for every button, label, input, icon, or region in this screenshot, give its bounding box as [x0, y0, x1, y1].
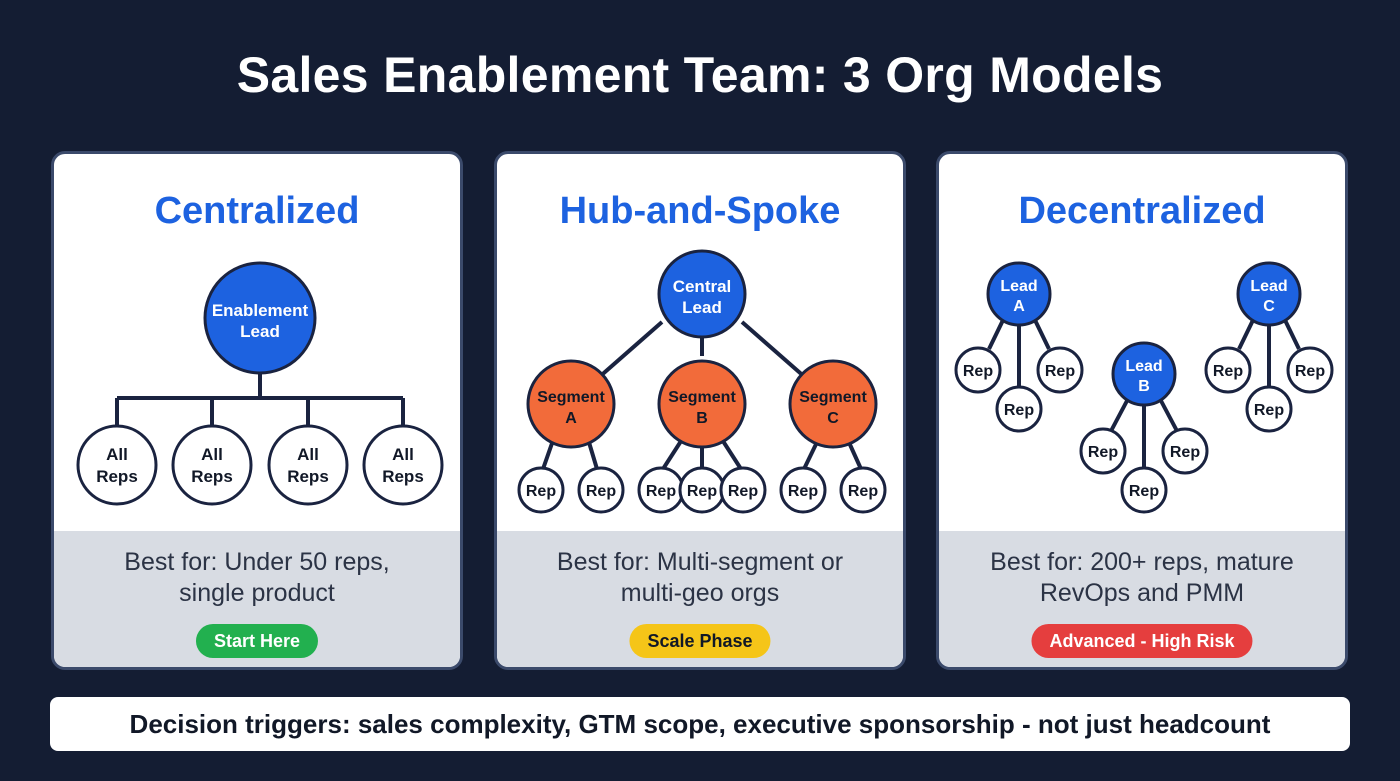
svg-text:B: B — [696, 410, 708, 427]
lead-label-line2: Lead — [240, 322, 280, 341]
rep-node: Rep — [1079, 427, 1127, 475]
status-badge: Advanced - High Risk — [1031, 624, 1253, 658]
lead-b-node: Lead B — [1111, 341, 1177, 407]
page-title: Sales Enablement Team: 3 Org Models — [236, 47, 1164, 103]
rep-node: Rep — [1286, 346, 1334, 394]
svg-text:Rep: Rep — [1129, 483, 1159, 500]
hub-and-spoke-org-chart: Central Lead Segment A Segment B Segment… — [517, 249, 887, 514]
svg-text:Rep: Rep — [1088, 444, 1118, 461]
svg-text:Lead: Lead — [1000, 278, 1037, 295]
svg-text:Lead: Lead — [1125, 358, 1162, 375]
rep-node: Rep — [1204, 346, 1252, 394]
svg-text:Reps: Reps — [191, 467, 233, 486]
all-reps-node: All Reps — [76, 424, 158, 506]
card-footer: Best for: Multi-segment or multi-geo org… — [497, 531, 903, 667]
rep-node: Rep — [1245, 385, 1293, 433]
rep-node: Rep — [577, 466, 625, 514]
best-for-line2: single product — [179, 579, 335, 607]
lead-c-node: Lead C — [1236, 261, 1302, 327]
svg-text:Segment: Segment — [668, 389, 736, 406]
svg-text:All: All — [201, 445, 223, 464]
svg-text:Segment: Segment — [537, 389, 605, 406]
svg-text:Reps: Reps — [382, 467, 424, 486]
best-for-line1: Best for: 200+ reps, mature — [990, 548, 1294, 576]
svg-text:Lead: Lead — [1250, 278, 1287, 295]
svg-text:Reps: Reps — [287, 467, 329, 486]
lead-label-line1: Enablement — [212, 301, 309, 320]
connector-lines — [115, 372, 405, 426]
best-for-line1: Best for: Under 50 reps, — [124, 548, 390, 576]
svg-text:Reps: Reps — [96, 467, 138, 486]
card-footer: Best for: Under 50 reps, single product … — [54, 531, 460, 667]
svg-text:A: A — [1013, 298, 1025, 315]
rep-node: Rep — [1036, 346, 1084, 394]
svg-text:Rep: Rep — [526, 483, 556, 500]
svg-text:Rep: Rep — [1295, 363, 1325, 380]
svg-text:C: C — [827, 410, 839, 427]
rep-node: Rep — [995, 385, 1043, 433]
card-hub-and-spoke: Central Lead Segment A Segment B Segment… — [494, 151, 906, 670]
rep-node: Rep — [719, 466, 767, 514]
segment-b-node: Segment B — [657, 359, 747, 449]
best-for-text: Best for: 200+ reps, mature RevOps and P… — [959, 547, 1325, 609]
segment-a-node: Segment A — [526, 359, 616, 449]
decision-triggers-banner: Decision triggers: sales complexity, GTM… — [50, 697, 1350, 751]
best-for-line2: multi-geo orgs — [620, 579, 780, 607]
svg-text:Rep: Rep — [687, 483, 717, 500]
decentralized-org-chart: Lead A Lead B Lead C Rep Rep Rep Rep Rep… — [954, 261, 1334, 514]
svg-text:Rep: Rep — [788, 483, 818, 500]
rep-node: Rep — [1120, 466, 1168, 514]
best-for-line2: RevOps and PMM — [1039, 579, 1245, 607]
svg-text:Rep: Rep — [1004, 402, 1034, 419]
svg-text:A: A — [565, 410, 577, 427]
all-reps-node: All Reps — [362, 424, 444, 506]
all-reps-node: All Reps — [171, 424, 253, 506]
card-decentralized: Lead A Lead B Lead C Rep Rep Rep Rep Rep… — [936, 151, 1348, 670]
svg-text:Segment: Segment — [799, 389, 867, 406]
svg-text:Lead: Lead — [682, 298, 722, 317]
svg-text:Central: Central — [673, 277, 732, 296]
rep-node: Rep — [517, 466, 565, 514]
svg-text:Rep: Rep — [586, 483, 616, 500]
rep-node: Rep — [1161, 427, 1209, 475]
rep-node: Rep — [954, 346, 1002, 394]
best-for-text: Best for: Multi-segment or multi-geo org… — [517, 547, 883, 609]
status-badge: Scale Phase — [629, 624, 771, 658]
svg-text:Rep: Rep — [1170, 444, 1200, 461]
svg-text:Rep: Rep — [848, 483, 878, 500]
centralized-org-chart: Enablement Lead All Reps All Reps All Re… — [76, 261, 444, 506]
card-title: Centralized — [154, 190, 360, 232]
svg-text:All: All — [106, 445, 128, 464]
lead-a-node: Lead A — [986, 261, 1052, 327]
card-footer: Best for: 200+ reps, mature RevOps and P… — [939, 531, 1345, 667]
svg-text:Rep: Rep — [1045, 363, 1075, 380]
svg-text:Rep: Rep — [963, 363, 993, 380]
svg-text:Rep: Rep — [1213, 363, 1243, 380]
best-for-line1: Best for: Multi-segment or — [556, 548, 844, 576]
svg-text:C: C — [1263, 298, 1275, 315]
rep-node: Rep — [678, 466, 726, 514]
best-for-text: Best for: Under 50 reps, single product — [74, 547, 440, 609]
card-title: Hub-and-Spoke — [559, 190, 841, 232]
rep-node: Rep — [839, 466, 887, 514]
enablement-lead-node: Enablement Lead — [203, 261, 317, 375]
rep-node: Rep — [637, 466, 685, 514]
svg-text:All: All — [392, 445, 414, 464]
status-badge: Start Here — [195, 624, 319, 658]
svg-text:All: All — [297, 445, 319, 464]
svg-text:Rep: Rep — [728, 483, 758, 500]
card-title: Decentralized — [1018, 190, 1266, 232]
svg-text:Rep: Rep — [646, 483, 676, 500]
segment-c-node: Segment C — [788, 359, 878, 449]
svg-text:Rep: Rep — [1254, 402, 1284, 419]
svg-text:B: B — [1138, 378, 1150, 395]
card-centralized: Enablement Lead All Reps All Reps All Re… — [51, 151, 463, 670]
central-lead-node: Central Lead — [657, 249, 747, 339]
all-reps-node: All Reps — [267, 424, 349, 506]
rep-node: Rep — [779, 466, 827, 514]
